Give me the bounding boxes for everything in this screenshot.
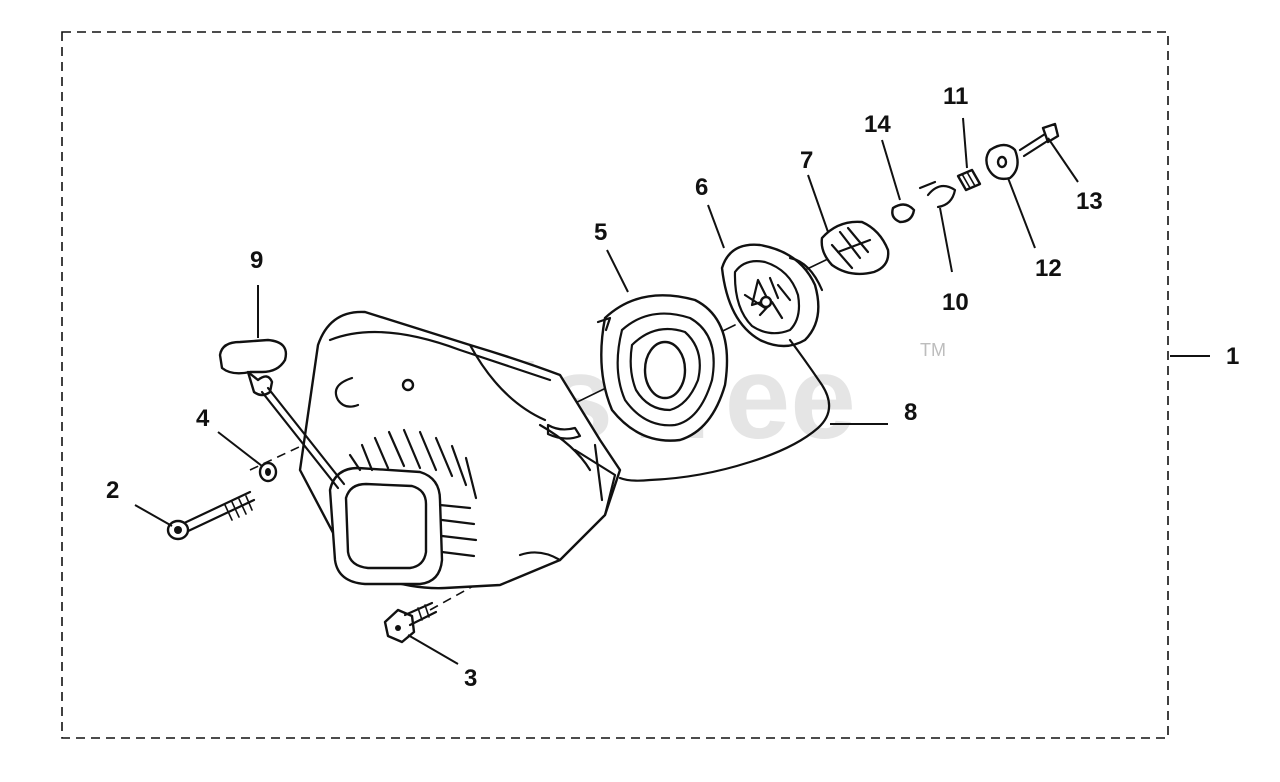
callout-11: 11: [943, 83, 968, 110]
starter-housing: [298, 310, 622, 590]
washer: [258, 461, 278, 483]
starter-handle: [218, 338, 346, 490]
spring-clip: [918, 180, 957, 209]
callout-1: 1: [1226, 343, 1239, 370]
callout-6: 6: [695, 174, 708, 201]
housing-screw: [383, 601, 438, 644]
callout-2: 2: [106, 477, 119, 504]
callout-3: 3: [464, 665, 477, 692]
recoil-spring: [596, 294, 729, 442]
assembly-boundary: [61, 31, 1169, 739]
watermark-trademark: TM: [920, 340, 946, 360]
callout-4: 4: [196, 405, 210, 432]
callout-8: 8: [904, 399, 917, 426]
callout-5: 5: [594, 219, 607, 246]
retainer-clip: [891, 203, 916, 224]
drive-pawl: [820, 220, 890, 276]
leader-lines: [134, 117, 1210, 665]
friction-spring: [956, 168, 982, 192]
callout-12: 12: [1035, 255, 1062, 282]
callout-13: 13: [1076, 188, 1103, 215]
callout-14: 14: [864, 111, 891, 138]
center-screw: [1018, 122, 1060, 158]
flat-washer: [985, 143, 1019, 181]
starter-rope: [618, 338, 831, 482]
callout-7: 7: [800, 147, 813, 174]
housing-bolt: [166, 490, 256, 541]
starter-pulley: [720, 243, 824, 348]
callout-10: 10: [942, 289, 969, 316]
callout-9: 9: [250, 247, 263, 274]
